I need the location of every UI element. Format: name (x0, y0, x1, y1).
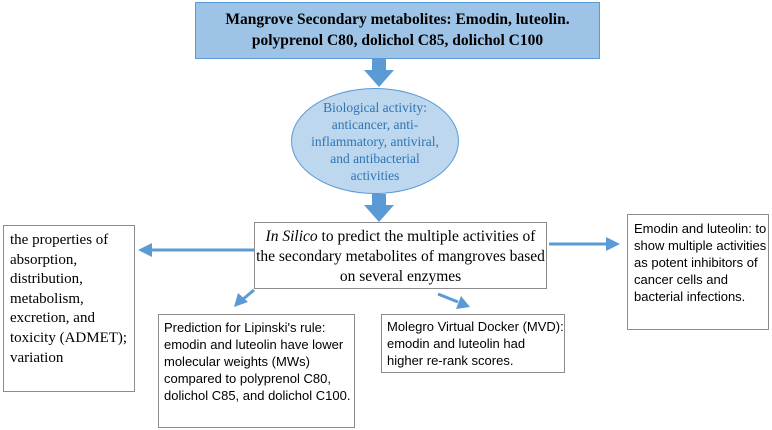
center-box-rest: to predict the multiple activities of th… (256, 228, 545, 285)
top-box-line1: Mangrove Secondary metabolites: Emodin, … (225, 11, 570, 28)
molegro-box: Molegro Virtual Docker (MVD): emodin and… (381, 314, 565, 373)
left-box-text: the properties of absorption, distributi… (10, 232, 128, 366)
arrow-center-to-lipinski (241, 288, 255, 302)
arrow-center-to-molegro (437, 292, 459, 304)
left-box-admet: the properties of absorption, distributi… (3, 225, 135, 392)
molegro-box-text: Molegro Virtual Docker (MVD): emodin and… (387, 319, 564, 368)
right-box-text: Emodin and luteolin: to show multiple ac… (634, 221, 767, 304)
right-box-inhibitors: Emodin and luteolin: to show multiple ac… (627, 214, 769, 330)
lipinski-box-text: Prediction for Lipinski's rule: emodin a… (164, 320, 351, 403)
ellipse-biological-activity: Biological activity: anticancer, anti-in… (291, 88, 459, 194)
center-box-italic: In Silico (265, 228, 318, 245)
center-box-in-silico: In Silico to predict the multiple activi… (254, 222, 547, 289)
top-box-metabolites: Mangrove Secondary metabolites: Emodin, … (195, 2, 600, 59)
lipinski-box: Prediction for Lipinski's rule: emodin a… (158, 314, 355, 428)
ellipse-text: Biological activity: anticancer, anti-in… (311, 99, 439, 183)
arrow-ellipse-to-center (364, 194, 394, 222)
top-box-line2: polyprenol C80, dolichol C85, dolichol C… (251, 32, 544, 49)
arrow-top-to-ellipse (364, 59, 394, 87)
